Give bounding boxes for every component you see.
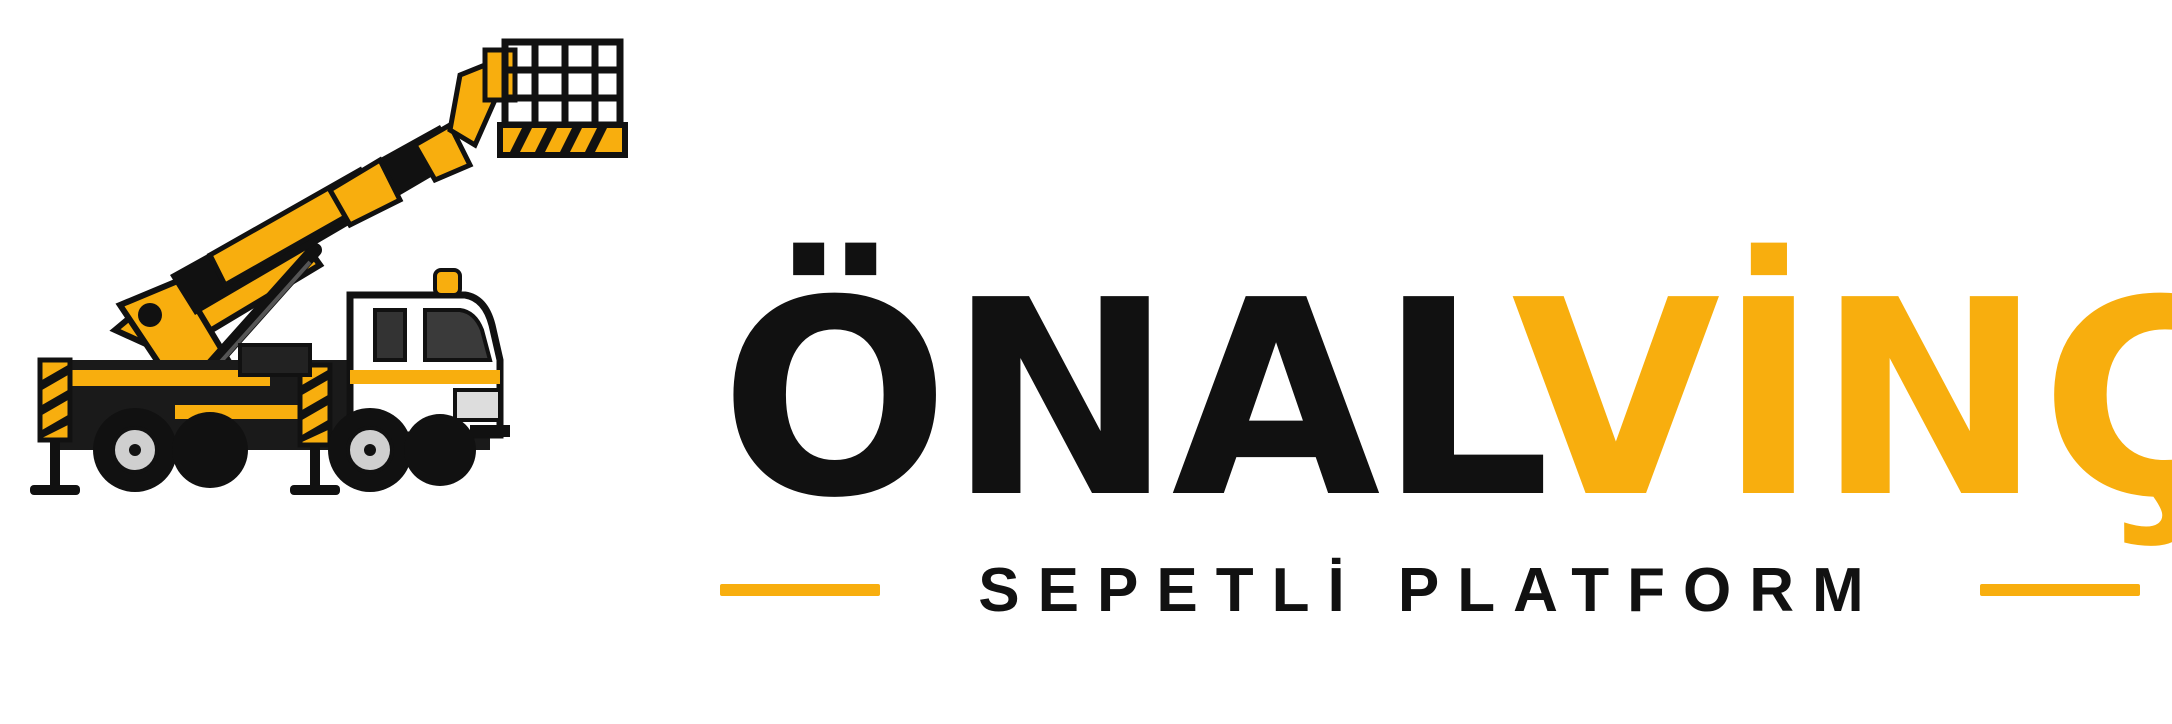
brand-name-part2: VİNÇ [1511, 242, 2172, 557]
brand-name-part1: ÖNAL [720, 242, 1513, 557]
tagline-right-rule [1980, 584, 2140, 596]
tagline-row: SEPETLİ PLATFORM [720, 550, 2140, 630]
tagline: SEPETLİ PLATFORM [978, 555, 1882, 625]
bucket-truck-icon [30, 38, 628, 495]
brand-lockup: ÖNALVİNÇ SEPETLİ PLATFORM [720, 250, 2172, 670]
brand-name: ÖNALVİNÇ [720, 250, 2172, 550]
tagline-left-rule [720, 584, 880, 596]
